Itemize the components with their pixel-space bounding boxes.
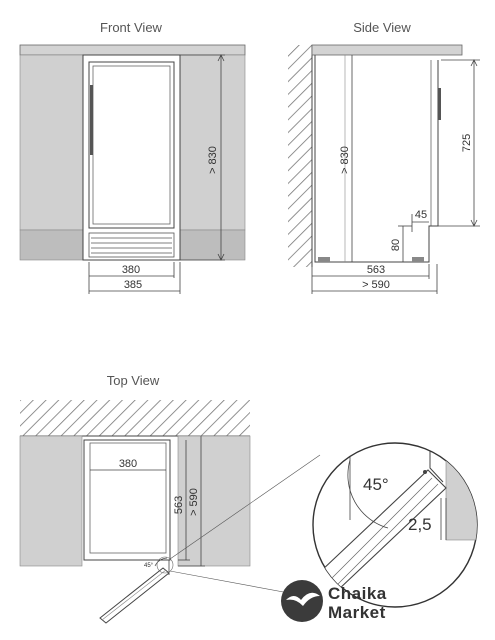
right-cabinet [179,54,246,231]
side-depth-dimensions [311,264,438,294]
front-height-dimension [180,54,225,261]
logo-line2: Market [328,603,386,622]
left-cabinet [19,54,84,231]
countertop [19,44,246,56]
door-handle [90,85,93,155]
side-height-dimensions [351,55,480,262]
side-vent-height-label: 80 [390,239,402,251]
top-left-cabinet [19,435,83,567]
detail-angle-label: 45° [363,475,389,494]
side-view-title: Side View [353,20,411,35]
top-right-cabinet [177,435,251,567]
side-vent-width-label: 45 [415,209,427,221]
open-door [99,560,170,624]
front-outer-width-label: 385 [124,279,142,291]
side-wall-hatch [288,45,312,267]
side-appliance-profile [314,55,439,263]
top-door-angle-label: 45° [144,563,154,569]
side-min-depth-label: > 590 [362,279,390,291]
side-vent-dimensions [398,214,429,262]
top-min-depth-label: > 590 [188,488,200,516]
door-hinge-detail: 45° 2,5 [312,442,478,608]
side-height-label: > 830 [339,146,351,174]
top-inner-width-label: 380 [119,458,137,470]
side-depth-label: 563 [367,264,385,276]
logo-line1: Chaika [328,584,387,603]
side-countertop [311,44,463,56]
front-view-title: Front View [100,20,163,35]
chaika-market-logo: Chaika Market [281,580,387,622]
front-width-dimensions [88,262,181,294]
top-wall-hatch [20,400,250,436]
top-depth-dimensions [178,436,205,567]
front-view: Front View > 830 [19,20,246,294]
top-view-title: Top View [107,373,160,388]
detail-gap-label: 2,5 [408,515,432,534]
front-inner-width-label: 380 [122,264,140,276]
side-view: Side View > 830 725 45 8 [288,20,480,294]
top-depth-label: 563 [173,496,185,514]
top-view: Top View 380 563 > 590 45° [19,373,321,624]
front-height-label: > 830 [207,146,219,174]
glass-door [88,61,175,229]
vent-grille [88,232,175,258]
side-top-height-label: 725 [461,134,473,152]
side-door-handle [438,88,441,120]
